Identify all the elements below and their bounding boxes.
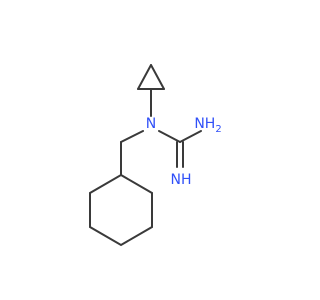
molecule-canvas: N NH2 NH — [89, 64, 222, 247]
atom-nh2-subscript: 2 — [215, 124, 221, 135]
cyclohexane-ring — [89, 173, 153, 247]
atom-nh2-main: NH — [194, 116, 215, 132]
atom-nh2: NH2 — [194, 116, 221, 135]
bond-n-ch2 — [120, 130, 144, 143]
bond-n-c-guanidine — [158, 130, 181, 143]
bond-cyclopropyl-2 — [137, 64, 152, 90]
bond-cyclopropyl-3 — [150, 64, 165, 90]
atom-nh: NH — [171, 172, 192, 188]
bond-c-nh2 — [179, 130, 202, 143]
atom-n-center: N — [146, 116, 156, 132]
molecule-structure: N NH2 NH — [89, 64, 222, 247]
